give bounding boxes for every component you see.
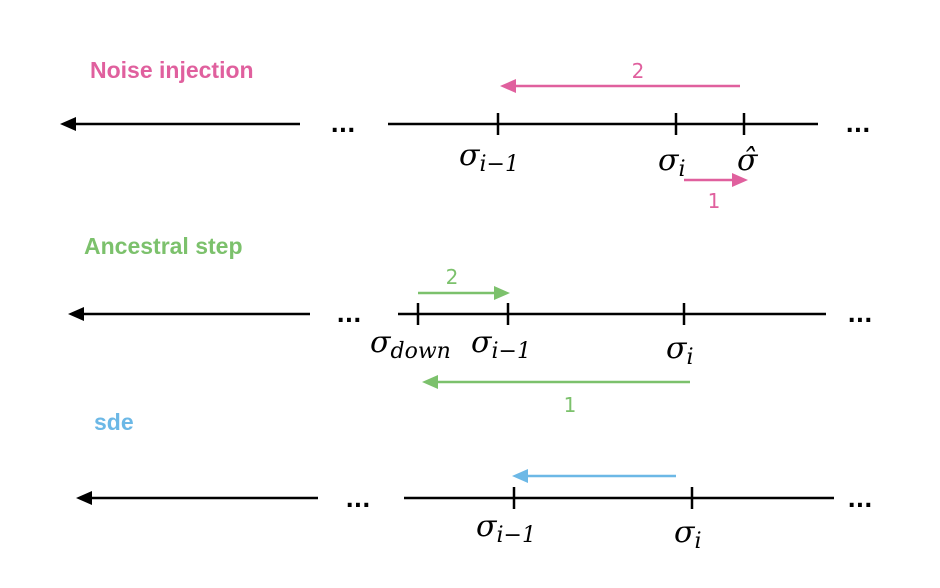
sde-label-sigma-prev: σi−1 [476,509,536,548]
ancestral-ellipsis-left: ... [336,303,361,328]
noise-label-sigma-i: σi [658,143,686,182]
ancestral-arrow-1-head [422,375,438,389]
ancestral-label-sigma-down: σdown [370,325,451,364]
noise-injection-section: Noise injection 2 ... ... σi−1 σi σ̂ 1 [60,57,871,213]
ancestral-label-sigma-i: σi [666,331,694,370]
noise-injection-title: Noise injection [90,57,254,83]
ancestral-arrow-2-head [494,286,510,300]
noise-arrow-1-label: 1 [708,189,721,213]
noise-ellipsis-right: ... [845,113,870,138]
ancestral-step-title: Ancestral step [84,233,243,259]
ancestral-axis-left-arrowhead [68,307,84,321]
sde-title: sde [94,409,134,435]
noise-ellipsis-left: ... [330,113,355,138]
noise-axis-left-arrowhead [60,117,76,131]
ancestral-arrow-2-label: 2 [446,265,459,289]
noise-arrow-2-head [500,79,516,93]
sde-axis-left-arrowhead [76,491,92,505]
ancestral-ellipsis-right: ... [847,303,872,328]
ancestral-arrow-1-label: 1 [564,393,577,417]
noise-arrow-2-label: 2 [632,59,645,83]
sde-label-sigma-i: σi [674,515,702,554]
noise-arrow-1-head [732,173,748,187]
ancestral-label-sigma-prev: σi−1 [471,325,531,364]
sde-arrow-head [512,469,528,483]
sde-ellipsis-right: ... [847,488,872,513]
noise-label-sigma-prev: σi−1 [459,138,519,177]
sde-ellipsis-left: ... [345,488,370,513]
ancestral-step-section: Ancestral step 2 ... ... σdown σi−1 σi 1 [68,233,873,417]
sde-section: sde ... ... σi−1 σi [76,409,873,554]
noise-label-sigma-hat: σ̂ [737,143,759,178]
